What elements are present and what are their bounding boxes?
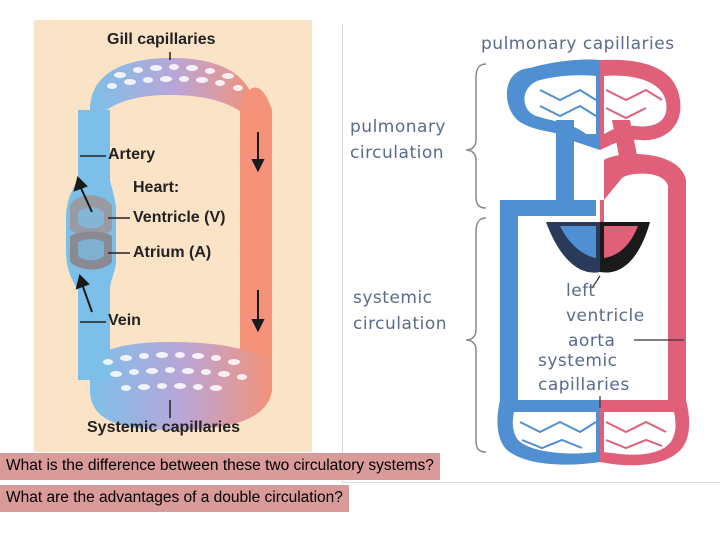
left-label: left — [566, 281, 596, 301]
ventricle-label: Ventricle (V) — [133, 209, 226, 226]
systemic-capillaries-right-label-2: capillaries — [538, 375, 630, 395]
artery-label: Artery — [108, 146, 156, 163]
pulmonary-capillaries-label: pulmonary capillaries — [481, 34, 675, 54]
gill-capillaries-label: Gill capillaries — [107, 31, 216, 48]
atrium-label: Atrium (A) — [133, 244, 212, 261]
systemic-capillaries-right-label-1: systemic — [538, 351, 618, 371]
fish-vessel-loop — [66, 58, 272, 430]
double-mesh-lines-red — [605, 88, 667, 450]
pulmonary-circulation-label-1: pulmonary — [350, 117, 446, 137]
gill-capillary-mesh — [107, 64, 243, 91]
question-difference: What is the difference between these two… — [0, 453, 440, 480]
vein-label: Vein — [108, 312, 141, 329]
circulation-brackets — [465, 63, 487, 453]
ventricle-right-label: ventricle — [566, 306, 645, 326]
aorta-label: aorta — [568, 331, 616, 351]
question-advantages: What are the advantages of a double circ… — [0, 485, 349, 512]
systemic-capillary-bed-right — [497, 400, 690, 466]
double-mesh-lines — [519, 88, 597, 450]
pulmonary-circulation-label-2: circulation — [350, 143, 445, 163]
fish-leader-lines — [80, 52, 171, 418]
pulmonary-capillary-bed — [506, 59, 681, 151]
systemic-capillaries-label: Systemic capillaries — [87, 419, 240, 436]
flow-arrows — [73, 132, 265, 333]
double-vessel-loop — [500, 120, 686, 400]
double-leader-lines — [591, 275, 684, 408]
systemic-circulation-label-2: circulation — [353, 314, 448, 334]
systemic-capillary-mesh — [103, 352, 247, 391]
systemic-circulation-label-1: systemic — [353, 288, 433, 308]
heart-label: Heart: — [133, 179, 180, 196]
